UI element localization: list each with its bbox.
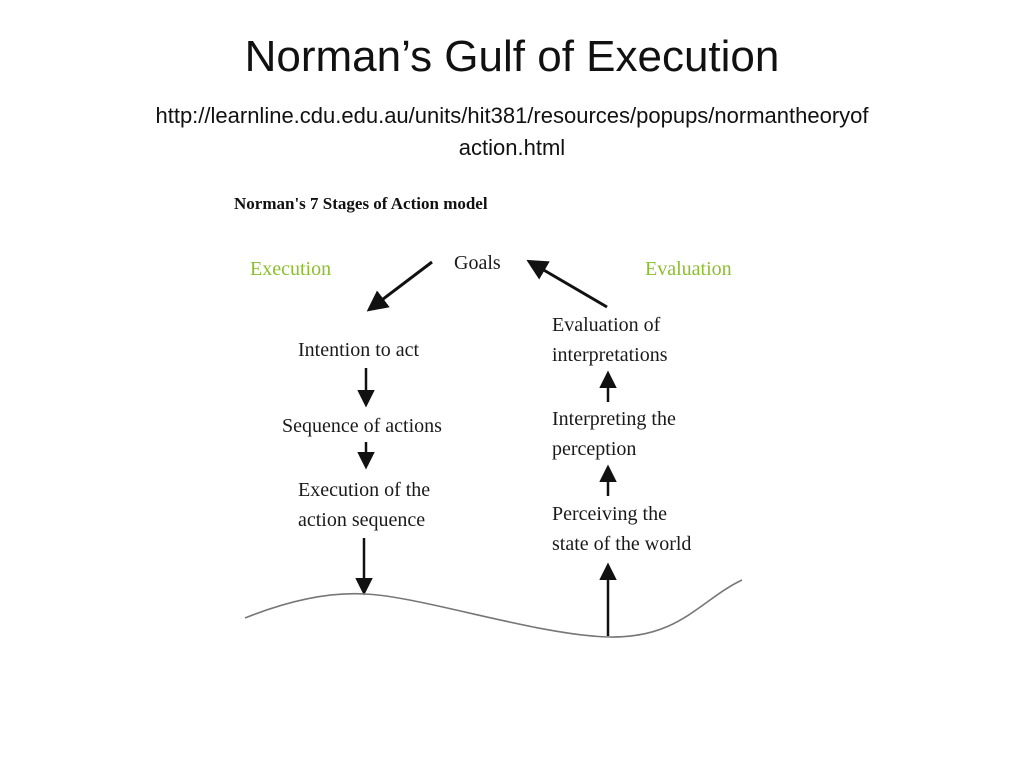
- slide-title: Norman’s Gulf of Execution: [244, 32, 780, 81]
- arrow-evaluation-to-goals: [526, 259, 608, 309]
- source-url-line-1: http://learnline.cdu.edu.au/units/hit381…: [155, 103, 869, 128]
- evaluation-of-interpretations-line-1: Evaluation of: [552, 314, 661, 336]
- arrow-goals-to-intention: [366, 260, 433, 312]
- figure-title: Norman's 7 Stages of Action model: [234, 194, 488, 213]
- source-url: http://learnline.cdu.edu.au/units/hit381…: [40, 100, 984, 164]
- world-curve: [244, 579, 743, 638]
- evaluation-label: Evaluation: [645, 258, 732, 280]
- evaluation-of-interpretations-line-2: interpretations: [552, 344, 668, 366]
- perceiving-state-line-1: Perceiving the: [552, 503, 667, 525]
- source-url-line-2: action.html: [458, 135, 566, 160]
- intention-to-act: Intention to act: [298, 339, 420, 361]
- execution-of-sequence-line-1: Execution of the: [298, 479, 430, 501]
- perceiving-state-line-2: state of the world: [552, 533, 691, 555]
- goals-label: Goals: [454, 252, 501, 274]
- interpreting-perception-line-1: Interpreting the: [552, 408, 676, 430]
- interpreting-perception-line-2: perception: [552, 438, 636, 460]
- sequence-of-actions: Sequence of actions: [282, 415, 442, 437]
- execution-of-sequence-line-2: action sequence: [298, 509, 425, 531]
- execution-label: Execution: [250, 258, 331, 280]
